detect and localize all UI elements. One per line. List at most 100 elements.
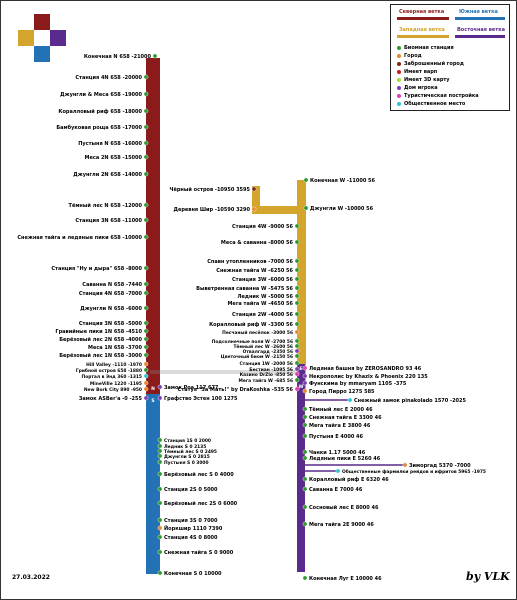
west-station[interactable]: Деревня Шир -10590 3290 <box>173 206 257 213</box>
west-station[interactable]: Мега тайга W -4650 56 <box>227 300 300 307</box>
west-station[interactable]: Станция 2W -4000 56 <box>232 311 300 318</box>
west-station[interactable]: Станция 1W -2000 56 <box>239 360 300 367</box>
west-station[interactable]: Статуя "За Мать!" by DraKoshka -535 56 <box>178 386 300 393</box>
north-station[interactable]: Станция 4N 658 -20000 <box>75 74 149 81</box>
west-station[interactable]: Спавн утопленников -7000 56 <box>207 258 300 265</box>
south-station[interactable]: Снежная тайга S 0 9000 <box>157 549 234 556</box>
station-dot-icon <box>294 343 300 349</box>
north-station[interactable]: Джунгли 2N 658 -14000 <box>73 171 149 178</box>
west-station[interactable]: Тёмный лес W -2600 56 <box>233 343 300 350</box>
west-station[interactable]: Ледник W -5000 56 <box>237 293 300 300</box>
east-station[interactable]: Снежная тайга E 3300 46 <box>302 414 382 421</box>
south-station[interactable]: Станция 1S 0 2000 <box>157 437 211 444</box>
east-station[interactable]: Фунскима by mmaryam 1105 -375 <box>302 380 407 387</box>
east-station[interactable]: Пустыня E 4000 46 <box>302 433 364 440</box>
east-station[interactable]: Коралловый риф E 6320 46 <box>302 476 389 483</box>
south-station[interactable]: Берёзовый лес S 0 4000 <box>157 471 234 478</box>
north-station[interactable]: Берёзовый лес 2N 658 -4000 <box>59 336 149 343</box>
east-station[interactable]: Сосновый лес E 8000 46 <box>302 504 379 511</box>
south-station[interactable]: Йоркшир 1110 7390 <box>157 524 223 532</box>
east-station[interactable]: Мега тайга 2E 9000 46 <box>302 521 374 528</box>
south-station[interactable]: Станция 2S 0 5000 <box>157 486 218 493</box>
station-dot-icon <box>294 311 300 317</box>
north-station[interactable]: Станция 3N 658 -5000 <box>79 320 149 327</box>
north-station[interactable]: Hill Valley -1110 -1970 <box>86 361 149 368</box>
west-station[interactable]: Отвалгард -2350 56 <box>243 348 300 355</box>
north-station[interactable]: Грибной остров 658 -1880 <box>76 367 149 374</box>
station-label: Зиморгад 5370 -7000 <box>409 463 471 469</box>
north-station[interactable]: New Bork City 890 -950 <box>84 386 149 393</box>
north-station[interactable]: Джунгли N 658 -6000 <box>80 305 149 312</box>
north-station[interactable]: Гравийные пики 1N 658 -4510 <box>55 328 149 335</box>
north-station[interactable]: Джунгли & Меса 658 -19000 <box>60 91 149 98</box>
east-station[interactable]: Чанки 1.17 5000 46 <box>302 449 366 456</box>
north-station[interactable]: Тёмный лес N 658 -12000 <box>69 202 149 209</box>
west-station[interactable]: Выветренная саванна W -5475 56 <box>196 285 300 292</box>
north-station[interactable]: Снежная тайга и ледяные пики 658 -10000 <box>17 234 149 241</box>
station-dot-icon <box>294 267 300 273</box>
north-station[interactable]: Портал в Энд 360 -1315 <box>82 373 149 380</box>
station-label: Тёмный лес E 2000 46 <box>309 406 373 413</box>
west-station[interactable]: Станция 3W -6000 56 <box>232 276 300 283</box>
north-station[interactable]: Бамбуковая роща 658 -17000 <box>56 124 149 131</box>
station-dot-icon <box>157 534 163 540</box>
east-station[interactable]: Тёмный лес E 2000 46 <box>302 406 373 413</box>
west-line <box>297 180 306 394</box>
south-station[interactable]: Конечная S 0 10000 <box>157 570 222 577</box>
west-station[interactable]: Конечная W -11000 56 <box>303 177 376 184</box>
south-station[interactable]: Станция 4S 0 8000 <box>157 534 218 541</box>
north-station[interactable]: Станция 4N 658 -7000 <box>79 290 149 297</box>
station-dot-icon <box>294 239 300 245</box>
west-branch-stub <box>252 186 260 214</box>
south-station[interactable]: Пустыня S 0 3000 <box>157 459 209 466</box>
north-station[interactable]: Коралловый риф 658 -18000 <box>58 108 149 115</box>
west-station[interactable]: Снежная тайга W -6250 56 <box>216 267 300 274</box>
east-station[interactable]: Некрополис by Khazix & Phoenix 220 135 <box>302 373 428 380</box>
north-station[interactable]: Станция "Ну и дыра" 658 -8000 <box>51 265 149 272</box>
station-label: Меса & саванна -8000 56 <box>221 240 294 246</box>
west-station[interactable]: Цветочный биом W -2150 56 <box>221 353 300 360</box>
west-station[interactable]: Меса & саванна -8000 56 <box>221 239 300 246</box>
east-station[interactable]: Конечная Луг E 10000 46 <box>302 575 382 582</box>
station-label: Джунгли W -10000 56 <box>310 206 374 212</box>
south-station[interactable]: Берёзовый лес 2S 0 6000 <box>157 500 238 507</box>
legend-item: Имеет 3D карту <box>397 77 450 83</box>
west-station[interactable]: Станция 4W -9000 56 <box>232 223 300 230</box>
station-dot-icon <box>294 386 300 392</box>
south-station[interactable]: Тёмный лес S 0 2495 <box>157 448 217 455</box>
west-station[interactable]: Джунгли W -10000 56 <box>303 205 374 212</box>
east-station[interactable]: Город Пирро 1275 585 <box>302 388 375 395</box>
north-station[interactable]: Станция 3N 658 -11000 <box>75 217 149 224</box>
north-station[interactable]: Меса 2N 658 -15000 <box>85 154 149 161</box>
east-station[interactable]: Ледяные пики E 5260 46 <box>302 455 381 462</box>
north-station[interactable]: Замок ASBer'a -0 -255 <box>79 395 149 402</box>
station-dot-icon <box>294 348 300 354</box>
west-station[interactable]: Подсолнечные поля W -2700 56 <box>212 338 300 345</box>
east-station[interactable]: Общественные фармилки рейдов и ифритов 5… <box>335 468 486 475</box>
west-station[interactable]: Песчаный песёлок -3000 56 <box>222 329 300 336</box>
west-station[interactable]: Бестиан -1095 56 <box>249 366 300 373</box>
east-station[interactable]: Снежный замок pinakolado 1570 -2025 <box>347 397 467 404</box>
east-station[interactable]: Саванна E 7000 46 <box>302 486 363 493</box>
east-station[interactable]: Мега тайга E 3800 46 <box>302 422 371 429</box>
south-station[interactable]: Графство Эстен 100 1275 <box>157 395 238 402</box>
station-dot-icon <box>157 437 163 443</box>
north-station[interactable]: MineVille 1220 -1195 <box>90 380 149 387</box>
north-station[interactable]: Саванна N 658 -7440 <box>82 281 149 288</box>
station-dot-icon <box>143 328 149 334</box>
east-station[interactable]: Зиморгад 5370 -7000 <box>402 462 471 469</box>
north-station[interactable]: Конечная N 658 -21000 <box>84 53 158 60</box>
west-station[interactable]: Коралловый риф W -3300 56 <box>209 321 300 328</box>
south-station[interactable]: Замок Роа 117 677 <box>157 384 219 391</box>
south-station[interactable]: Джунгли S 0 2815 <box>157 453 210 460</box>
west-station[interactable]: Казино DrZlo -850 56 <box>240 371 300 378</box>
east-station[interactable]: Ледяная башня by ZEROSANDRO 93 46 <box>302 365 422 372</box>
north-station[interactable]: Меса 1N 658 -3700 <box>88 344 149 351</box>
north-station[interactable]: Берёзовый лес 1N 658 -3000 <box>59 352 149 359</box>
south-station[interactable]: Ледник S 0 2135 <box>157 443 206 450</box>
west-station[interactable]: Чёрный остров -10950 3595 <box>169 186 257 193</box>
station-dot-icon <box>143 386 149 392</box>
north-station[interactable]: Пустыня N 658 -16000 <box>78 140 149 147</box>
west-station[interactable]: Мега тайга W -685 56 <box>239 377 300 384</box>
south-station[interactable]: Станция 3S 0 7000 <box>157 517 218 524</box>
